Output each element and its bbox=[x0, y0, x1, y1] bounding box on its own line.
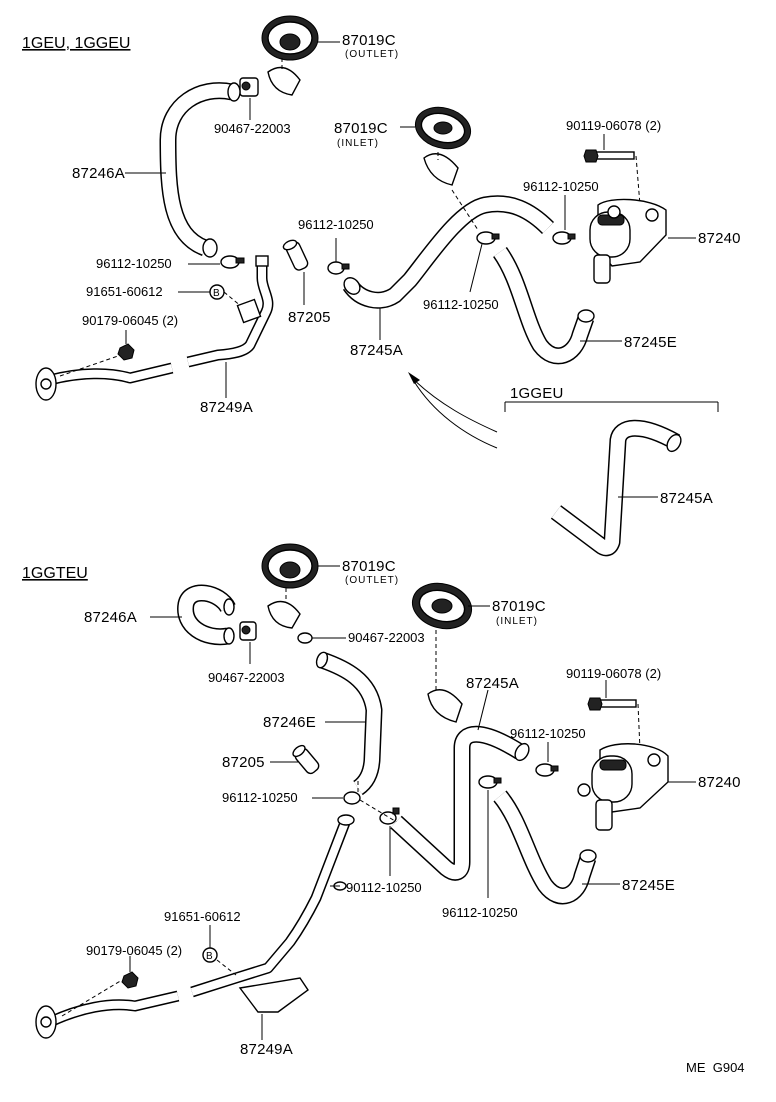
label-inlet-bottom: (INLET) bbox=[496, 616, 538, 627]
label-hose-87246a-bottom: 87246A bbox=[84, 609, 137, 626]
label-clamp-90467-top: 90467-22003 bbox=[214, 121, 291, 136]
label-bolt-90119-top: 90119-06078 (2) bbox=[566, 118, 661, 133]
clip-96112-top-center bbox=[476, 231, 500, 245]
clip-90112 bbox=[379, 807, 400, 825]
clamp-90467-top bbox=[239, 77, 259, 97]
label-pipe-87249a-top: 87249A bbox=[200, 399, 253, 416]
label-outlet-top: (OUTLET) bbox=[345, 49, 399, 60]
label-hose-87245a-top: 87245A bbox=[350, 342, 403, 359]
diagram-code: ME G904 bbox=[686, 1060, 745, 1075]
clip-96112-bottom-center bbox=[478, 775, 502, 789]
label-clip-96112-bottom-left: 96112-10250 bbox=[222, 790, 298, 805]
label-clip-96112-top-mid: 96112-10250 bbox=[298, 217, 374, 232]
label-clip-96112-top-right: 96112-10250 bbox=[523, 179, 599, 194]
label-clip-96112-bottom-right: 96112-10250 bbox=[510, 726, 586, 741]
clip-96112-bottom-right bbox=[535, 763, 559, 777]
label-nut-90179-bottom: 90179-06045 (2) bbox=[86, 943, 182, 958]
bolt-90119-bottom bbox=[587, 697, 637, 711]
label-grommet-inlet-bottom: 87019C bbox=[492, 598, 546, 615]
label-hose-87245e-top: 87245E bbox=[624, 334, 677, 351]
section-label-bottom: 1GGTEU bbox=[22, 565, 88, 582]
section-label-top: 1GEU, 1GGEU bbox=[22, 35, 130, 52]
svg-text:B: B bbox=[206, 951, 214, 962]
grommet-outlet-bottom bbox=[261, 543, 319, 589]
label-hose-87245a-variant: 87245A bbox=[660, 490, 713, 507]
label-nut-90179-top: 90179-06045 (2) bbox=[82, 313, 178, 328]
svg-text:B: B bbox=[213, 288, 221, 299]
label-clip-96112-top-left: 96112-10250 bbox=[96, 256, 172, 271]
label-gasket-91651-bottom: 91651-60612 bbox=[164, 909, 241, 924]
air-duct-inlet-bottom bbox=[427, 689, 463, 723]
pipe-87205-top bbox=[282, 239, 309, 271]
label-clamp-90467-bottom-right: 90467-22003 bbox=[348, 630, 425, 645]
hose-87245a-variant bbox=[550, 419, 682, 557]
hose-87245e-bottom bbox=[493, 790, 597, 905]
label-hose-87245e-bottom: 87245E bbox=[622, 877, 675, 894]
section-label-variant: 1GGEU bbox=[510, 385, 564, 402]
clip-96112-bottom-left bbox=[343, 791, 361, 805]
air-pump-87240-bottom bbox=[577, 743, 669, 831]
hose-87246a-top bbox=[159, 82, 241, 258]
label-gasket-91651-top: 91651-60612 bbox=[86, 284, 163, 299]
pipe-87249a-top bbox=[35, 255, 274, 401]
label-pipe-87249a-bottom: 87249A bbox=[240, 1041, 293, 1058]
air-duct-outlet-top bbox=[267, 66, 301, 96]
label-clip-96112-top-center: 96112-10250 bbox=[423, 297, 499, 312]
gasket-91651-bottom: B bbox=[202, 947, 218, 963]
grommet-inlet-bottom bbox=[411, 582, 473, 630]
clip-96112-top-right bbox=[552, 231, 576, 245]
hose-87245e-top bbox=[492, 247, 595, 365]
label-inlet-top: (INLET) bbox=[337, 138, 379, 149]
label-pump-87240-top: 87240 bbox=[698, 230, 741, 247]
clamp-90467-bottom-left bbox=[239, 621, 257, 641]
air-pump-87240-top bbox=[589, 198, 667, 284]
nut-90179-bottom bbox=[121, 971, 139, 989]
label-grommet-outlet-top: 87019C bbox=[342, 32, 396, 49]
hose-87246e bbox=[315, 651, 383, 796]
label-outlet-bottom: (OUTLET) bbox=[345, 575, 399, 586]
label-grommet-inlet-top: 87019C bbox=[334, 120, 388, 137]
pipe-87205-bottom bbox=[292, 744, 320, 775]
grommet-inlet-top bbox=[414, 106, 472, 150]
hose-87245a-bottom bbox=[390, 725, 530, 881]
label-hose-87245a-bottom: 87245A bbox=[466, 675, 519, 692]
clip-96112-top-mid bbox=[327, 261, 350, 275]
hose-87246a-bottom bbox=[177, 584, 236, 646]
label-clip-96112-bottom-center: 96112-10250 bbox=[442, 905, 518, 920]
clamp-90467-bottom-right bbox=[297, 632, 313, 644]
label-hose-87246e: 87246E bbox=[263, 714, 316, 731]
hose-87245a-top bbox=[342, 195, 555, 309]
air-duct-outlet-bottom bbox=[267, 600, 301, 629]
nut-90179-top bbox=[117, 343, 135, 361]
gasket-91651-top: B bbox=[209, 284, 225, 300]
pipe-87249a-bottom bbox=[35, 814, 355, 1039]
bolt-90119-top bbox=[583, 149, 635, 163]
label-pipe-87205-top: 87205 bbox=[288, 309, 331, 326]
label-grommet-outlet-bottom: 87019C bbox=[342, 558, 396, 575]
label-pump-87240-bottom: 87240 bbox=[698, 774, 741, 791]
label-pipe-87205-bottom: 87205 bbox=[222, 754, 265, 771]
air-duct-inlet-top bbox=[423, 153, 459, 186]
label-bolt-90119-bottom: 90119-06078 (2) bbox=[566, 666, 661, 681]
clip-96112-top-left bbox=[220, 255, 245, 269]
label-hose-87246a-top: 87246A bbox=[72, 165, 125, 182]
label-clip-90112: 90112-10250 bbox=[346, 880, 422, 895]
label-clamp-90467-bottom-left: 90467-22003 bbox=[208, 670, 285, 685]
grommet-outlet-top bbox=[261, 15, 319, 61]
